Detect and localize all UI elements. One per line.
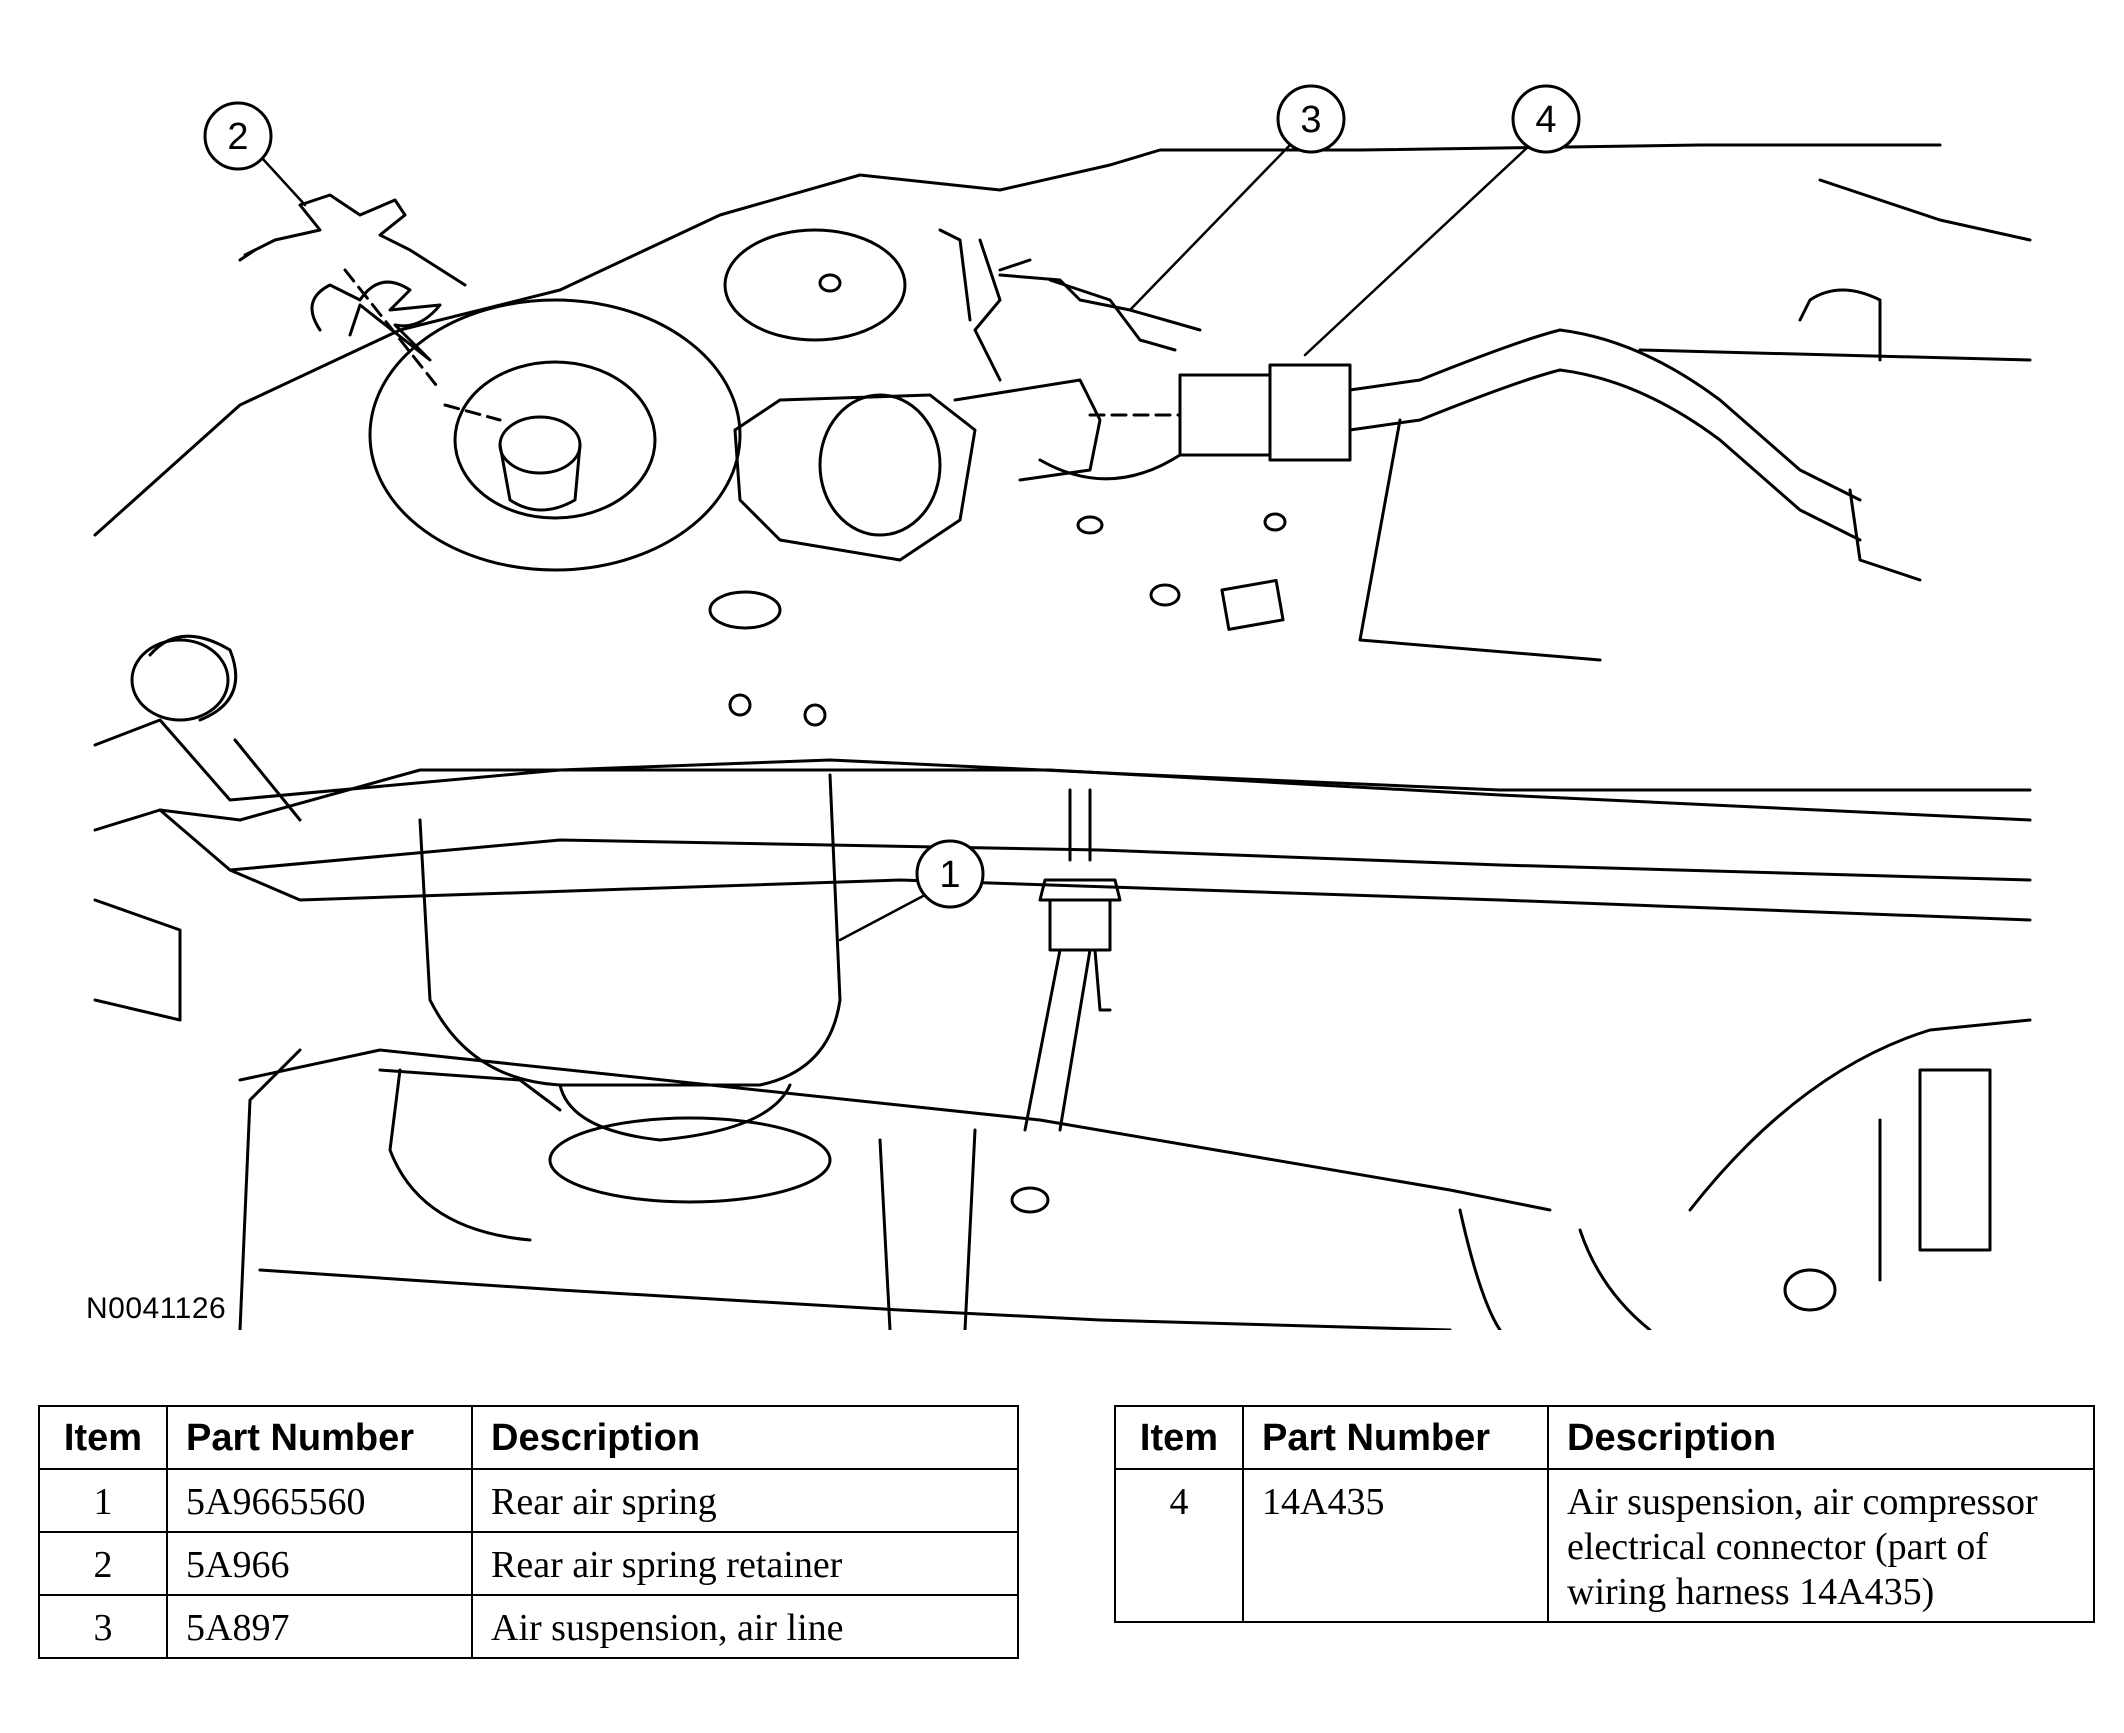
frame-holes <box>708 273 1287 727</box>
upper-mount-plate <box>130 228 907 722</box>
callout-leaders <box>260 143 1532 942</box>
row-item: 1 <box>38 1468 168 1533</box>
callout-3-label: 3 <box>1300 99 1321 141</box>
parts-table-left: Item Part Number Description 1 5A9665560… <box>38 1405 1019 1659</box>
row-description: Rear air spring <box>471 1468 1019 1533</box>
table-row: 2 5A966 Rear air spring retainer <box>38 1531 1019 1596</box>
header-description: Description <box>1547 1405 2095 1470</box>
electrical-connector <box>1038 328 1862 542</box>
air-spring-illustration: 2 3 4 1 <box>93 84 2032 1330</box>
table-header-row: Item Part Number Description <box>38 1405 1019 1470</box>
row-item: 2 <box>38 1531 168 1596</box>
row-description: Air suspension, air compressor electrica… <box>1547 1468 2095 1623</box>
row-description: Rear air spring retainer <box>471 1531 1019 1596</box>
callout-1: 1 <box>915 839 985 909</box>
callout-4: 4 <box>1511 84 1581 154</box>
row-part-number: 14A435 <box>1242 1468 1549 1623</box>
figure-reference-id: N0041126 <box>86 1292 227 1325</box>
row-item: 3 <box>38 1594 168 1659</box>
row-part-number: 5A966 <box>166 1531 473 1596</box>
row-description: Air suspension, air line <box>471 1594 1019 1659</box>
lower-arm <box>238 1048 1552 1330</box>
header-item: Item <box>1114 1405 1244 1470</box>
callout-2: 2 <box>203 101 273 171</box>
table-row: 3 5A897 Air suspension, air line <box>38 1594 1019 1659</box>
row-part-number: 5A897 <box>166 1594 473 1659</box>
height-sensor-link <box>1023 788 1122 1132</box>
table-header-row: Item Part Number Description <box>1114 1405 2095 1470</box>
header-item: Item <box>38 1405 168 1470</box>
callout-3: 3 <box>1276 84 1346 154</box>
callout-1-label: 1 <box>939 854 960 896</box>
retainer-stud <box>343 268 582 512</box>
table-row: 1 5A9665560 Rear air spring <box>38 1468 1019 1533</box>
header-part-number: Part Number <box>166 1405 473 1470</box>
retainer-clip <box>238 193 467 362</box>
header-part-number: Part Number <box>1242 1405 1549 1470</box>
right-side-bracket <box>1578 288 2032 1330</box>
row-item: 4 <box>1114 1468 1244 1623</box>
table-row: 4 14A435 Air suspension, air compressor … <box>1114 1468 2095 1623</box>
air-line-valve <box>733 228 1202 562</box>
air-spring-body <box>238 773 842 1330</box>
crossmember-outline <box>93 143 2032 1022</box>
callout-4-label: 4 <box>1535 99 1556 141</box>
row-part-number: 5A9665560 <box>166 1468 473 1533</box>
header-description: Description <box>471 1405 1019 1470</box>
parts-table-right: Item Part Number Description 4 14A435 Ai… <box>1114 1405 2095 1623</box>
callout-2-label: 2 <box>227 116 248 158</box>
